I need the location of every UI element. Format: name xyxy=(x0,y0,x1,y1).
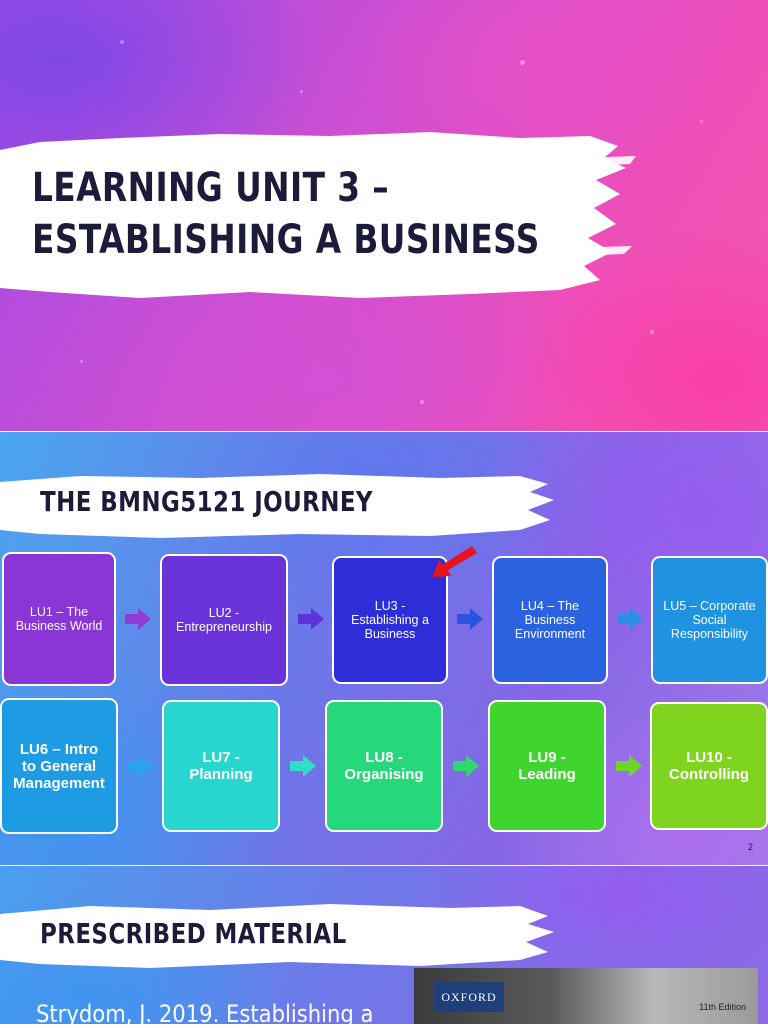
unit-label-line: LU4 – The xyxy=(520,599,580,613)
unit-label-line: LU2 - xyxy=(208,606,240,620)
title-line-1: LEARNING UNIT 3 – xyxy=(32,165,390,211)
unit-label-line: Controlling xyxy=(669,766,749,783)
unit-label-line: LU8 - xyxy=(365,749,403,766)
unit-label-line: LU1 – The xyxy=(29,605,89,619)
flow-arrow-icon xyxy=(127,755,153,777)
flow-arrow-icon xyxy=(617,608,643,630)
unit-label-line: Entrepreneurship xyxy=(176,620,272,634)
unit-box-lu8: LU8 -Organising xyxy=(325,700,443,832)
prescribed-material-title: PRESCRIBED MATERIAL xyxy=(40,917,347,950)
unit-label-line: Business World xyxy=(15,619,103,633)
unit-label-line: LU10 - xyxy=(686,749,732,766)
citation-text: Strydom, J. 2019. Establishing a xyxy=(36,1000,374,1028)
slide-title: LEARNING UNIT 3 – ESTABLISHING A BUSINES… xyxy=(32,162,540,266)
unit-label-line: Establishing a xyxy=(351,613,429,627)
unit-box-lu10: LU10 -Controlling xyxy=(650,702,768,830)
unit-label-line: Business xyxy=(524,613,576,627)
book-cover: OXFORD 11th Edition xyxy=(414,968,758,1024)
unit-box-lu7: LU7 -Planning xyxy=(162,700,280,832)
unit-box-lu2: LU2 -Entrepreneurship xyxy=(160,554,288,686)
flow-arrow-icon xyxy=(125,608,151,630)
unit-label-line: Leading xyxy=(518,766,576,783)
book-edition: 11th Edition xyxy=(699,1002,746,1012)
flow-arrow-icon xyxy=(457,608,483,630)
flow-arrow-icon xyxy=(616,755,642,777)
title-brush-stroke xyxy=(0,132,636,298)
flow-arrow-icon xyxy=(453,755,479,777)
unit-label-line: LU6 – Intro xyxy=(19,740,99,758)
unit-label-line: LU7 - xyxy=(202,749,240,766)
unit-label-line: Business xyxy=(364,627,416,641)
unit-label-line: Organising xyxy=(344,766,424,783)
publisher-logo: OXFORD xyxy=(434,982,504,1012)
slide-1: LEARNING UNIT 3 – ESTABLISHING A BUSINES… xyxy=(0,0,768,432)
unit-label-line: Social xyxy=(692,613,727,627)
flow-arrow-icon xyxy=(290,755,316,777)
unit-label-line: LU5 – Corporate xyxy=(663,599,756,613)
unit-box-lu9: LU9 -Leading xyxy=(488,700,606,832)
unit-label-line: Responsibility xyxy=(670,627,749,641)
heading-brush-stroke xyxy=(0,474,554,538)
unit-label-line: Environment xyxy=(514,627,586,641)
unit-label-line: to General xyxy=(21,757,97,775)
page-number: 2 xyxy=(748,842,754,852)
unit-label-line: Planning xyxy=(189,766,253,783)
title-line-2: ESTABLISHING A BUSINESS xyxy=(32,217,540,263)
unit-label-line: LU9 - xyxy=(528,749,566,766)
slide-3 xyxy=(0,866,768,1024)
current-unit-pointer-icon xyxy=(432,546,477,577)
unit-label-line: Management xyxy=(13,774,105,792)
heading-brush-stroke xyxy=(0,904,554,968)
flow-arrow-icon xyxy=(298,608,324,630)
journey-title: THE BMNG5121 JOURNEY xyxy=(40,485,373,518)
unit-label-line: LU3 - xyxy=(374,599,406,613)
